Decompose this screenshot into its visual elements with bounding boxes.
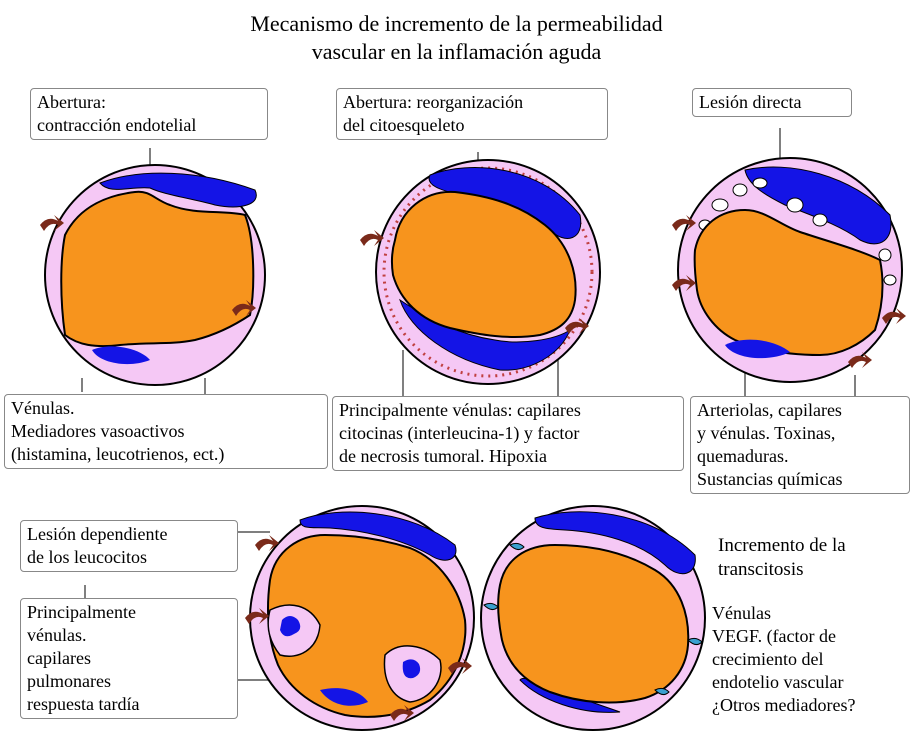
title-line-1: Mecanismo de incremento de la permeabili…	[250, 11, 663, 36]
panel-5-description: Vénulas VEGF. (factor de crecimiento del…	[712, 603, 856, 715]
panel-2-description: Principalmente vénulas: capilares citoci…	[332, 396, 684, 471]
panel-3-description: Arteriolas, capilares y vénulas. Toxinas…	[690, 396, 910, 494]
panel-1-description: Vénulas. Mediadores vasoactivos (histami…	[4, 394, 328, 469]
vessel-leukocyte-injury	[245, 505, 475, 731]
title-line-2: vascular en la inflamación aguda	[311, 39, 602, 64]
vessel-transcytosis	[480, 505, 706, 731]
diagram-title: Mecanismo de incremento de la permeabili…	[0, 10, 913, 66]
vessel-direct-injury	[672, 157, 906, 383]
panel-4-description: Principalmente vénulas. capilares pulmon…	[20, 598, 238, 719]
panel-3-label: Lesión directa	[692, 88, 852, 117]
panel-4-label: Lesión dependiente de los leucocitos	[20, 520, 238, 572]
vessel-contraction	[40, 164, 266, 386]
panel-2-label: Abertura: reorganización del citoesquele…	[336, 88, 608, 140]
panel-1-label: Abertura: contracción endotelial	[30, 88, 268, 140]
panel-5-label: Incremento de la transcitosis	[718, 535, 846, 580]
vessel-cytoskeleton	[360, 159, 601, 385]
